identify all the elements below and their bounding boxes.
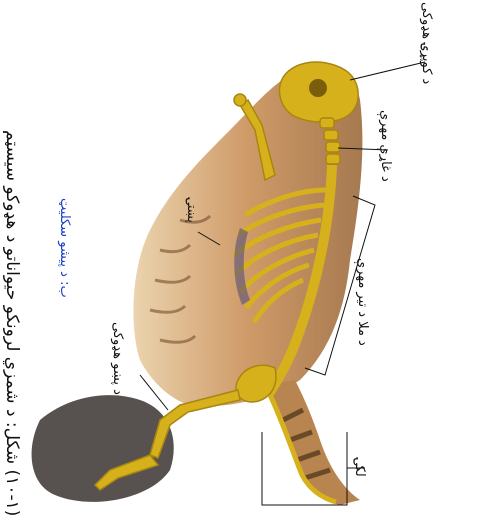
label-skull: د کوپړۍ هډوکی <box>419 2 434 84</box>
figure-caption: (۱۰-۱) شکل: د شمزي لرونکو حیواناتو د هډو… <box>2 4 22 516</box>
label-back-vertebrae: د ملا د تیر مهرې <box>355 258 370 346</box>
label-hip-bone: د پښو هډوکی <box>110 322 125 395</box>
label-tail: لکۍ <box>352 458 367 477</box>
figure-subcaption: ب: د پیشو سکلیټ <box>57 198 72 298</box>
label-ribs: پښتۍ <box>185 198 199 223</box>
label-neck-vertebrae: د غاړې مهرې <box>378 110 393 182</box>
